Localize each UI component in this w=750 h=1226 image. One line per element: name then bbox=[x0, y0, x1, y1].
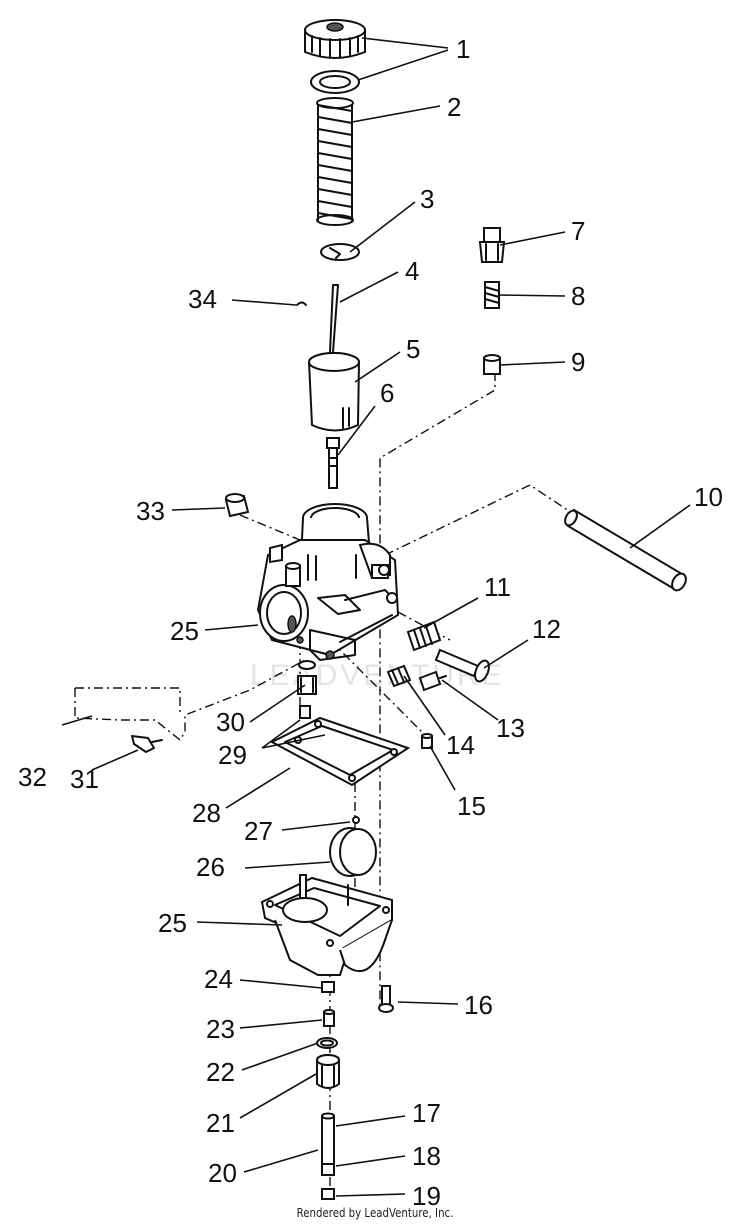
jet-needle bbox=[329, 284, 339, 353]
drain-nut bbox=[321, 1188, 335, 1200]
callout-5: 5 bbox=[406, 334, 420, 364]
callout-21: 21 bbox=[206, 1108, 235, 1138]
retainer-plate bbox=[320, 243, 360, 261]
callout-20: 20 bbox=[208, 1158, 237, 1188]
callout-33: 33 bbox=[136, 496, 165, 526]
callout-4: 4 bbox=[405, 256, 419, 286]
needle-jet bbox=[326, 437, 340, 489]
callout-1: 1 bbox=[456, 34, 470, 64]
callout-9: 9 bbox=[571, 347, 585, 377]
callout-14: 14 bbox=[446, 730, 475, 760]
leader-lines bbox=[61, 37, 691, 1197]
drain-plug bbox=[321, 981, 335, 993]
plug bbox=[224, 493, 250, 518]
callout-18: 18 bbox=[412, 1141, 441, 1171]
callout-27: 27 bbox=[244, 816, 273, 846]
o-ring bbox=[316, 1037, 338, 1049]
pilot-screw bbox=[418, 670, 447, 692]
pilot-nut bbox=[483, 354, 501, 375]
cap-nut bbox=[304, 19, 366, 59]
needle-clip bbox=[296, 301, 307, 306]
callout-3: 3 bbox=[420, 184, 434, 214]
float-bowl bbox=[260, 874, 393, 976]
callout-2: 2 bbox=[447, 92, 461, 122]
callout-26: 26 bbox=[196, 852, 225, 882]
spring bbox=[316, 97, 354, 226]
main-jet-holder bbox=[297, 660, 317, 695]
main-jet bbox=[299, 705, 311, 719]
carburetor-body bbox=[256, 503, 400, 661]
callout-31: 31 bbox=[70, 764, 99, 794]
callout-10: 10 bbox=[694, 482, 723, 512]
callout-19: 19 bbox=[412, 1181, 441, 1211]
callout-12: 12 bbox=[532, 614, 561, 644]
footer-credit: Rendered by LeadVenture, Inc. bbox=[296, 1206, 454, 1220]
pilot-spring bbox=[484, 281, 500, 309]
callout-25-bowl: 25 bbox=[158, 908, 187, 938]
callout-25-body: 25 bbox=[170, 616, 199, 646]
pilot-jet bbox=[421, 733, 433, 749]
throttle-slide bbox=[308, 352, 360, 432]
throttle-cable-tube bbox=[564, 508, 687, 592]
callout-15: 15 bbox=[457, 791, 486, 821]
float bbox=[329, 827, 377, 877]
choke-lever bbox=[131, 735, 163, 753]
callout-24: 24 bbox=[204, 964, 233, 994]
drain-cap bbox=[316, 1054, 340, 1089]
callout-8: 8 bbox=[571, 281, 585, 311]
drain-tube bbox=[321, 1112, 335, 1176]
callout-11: 11 bbox=[484, 572, 511, 602]
pilot-air-fitting bbox=[478, 227, 506, 263]
callout-32: 32 bbox=[18, 762, 47, 792]
float-bowl-gasket bbox=[269, 716, 411, 787]
callout-17: 17 bbox=[412, 1098, 441, 1128]
callout-16: 16 bbox=[464, 990, 493, 1020]
idle-screw bbox=[434, 648, 490, 683]
idle-screw-spring bbox=[406, 620, 442, 652]
pilot-screw-spring bbox=[386, 664, 412, 688]
callout-23: 23 bbox=[206, 1014, 235, 1044]
callout-7: 7 bbox=[571, 216, 585, 246]
callout-labels: 1 2 3 4 5 6 7 8 9 10 11 12 13 14 15 16 1… bbox=[18, 34, 723, 1211]
callout-30: 30 bbox=[216, 707, 245, 737]
callout-6: 6 bbox=[380, 378, 394, 408]
float-pin bbox=[352, 816, 360, 824]
callout-22: 22 bbox=[206, 1057, 235, 1087]
washer bbox=[310, 70, 360, 94]
bowl-drain-screw bbox=[378, 985, 394, 1013]
callout-13: 13 bbox=[496, 713, 525, 743]
callout-28: 28 bbox=[192, 798, 221, 828]
callout-34: 34 bbox=[188, 284, 217, 314]
bowl-valve bbox=[323, 1009, 335, 1027]
callout-29: 29 bbox=[218, 740, 247, 770]
